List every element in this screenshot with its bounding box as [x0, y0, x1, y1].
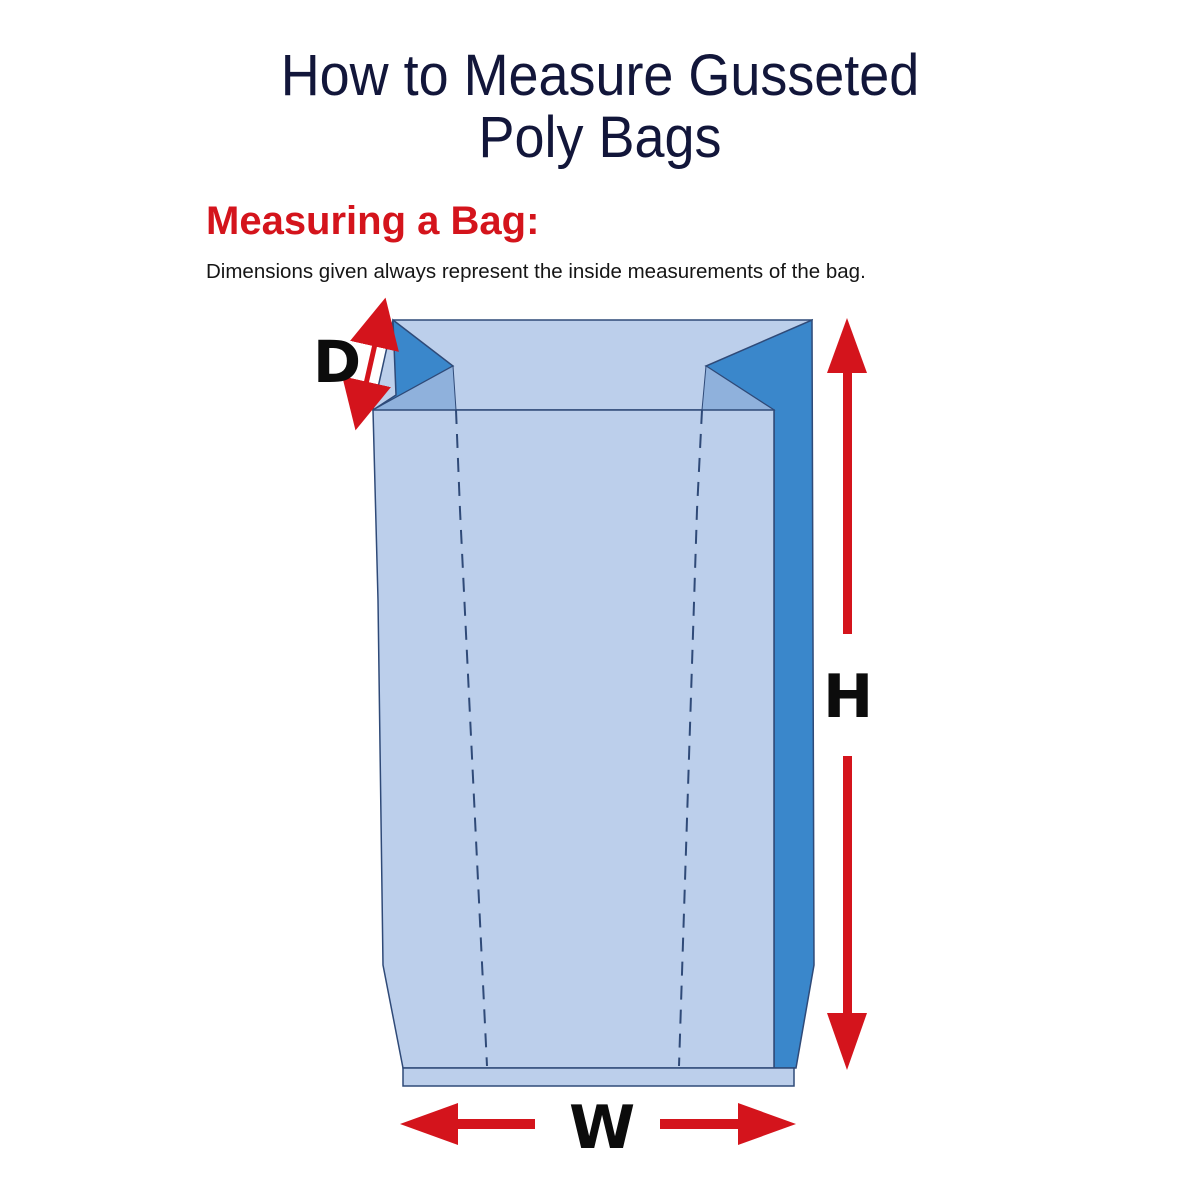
height-arrow-top-head — [827, 318, 867, 373]
depth-arrow — [342, 297, 399, 431]
height-label: H — [823, 662, 873, 732]
left-fold-line — [455, 409, 488, 1067]
width-label: W — [569, 1093, 635, 1163]
bag-front-panel — [372, 409, 775, 1069]
height-arrow-top-shaft — [843, 372, 852, 634]
section-heading: Measuring a Bag: — [206, 199, 540, 243]
height-arrow-bottom-shaft — [843, 756, 852, 1014]
depth-label: D — [313, 328, 361, 396]
right-fold-line — [678, 409, 703, 1067]
height-arrow-bottom-head — [827, 1013, 867, 1070]
width-arrow-right-head — [738, 1103, 796, 1145]
bag-bottom-seal — [402, 1067, 795, 1087]
measurement-note: Dimensions given always represent the in… — [206, 260, 866, 283]
title-line-1: How to Measure Gusseted — [280, 43, 920, 108]
title-line-2: Poly Bags — [478, 105, 722, 170]
width-arrow-left-head — [400, 1103, 458, 1145]
page-title: How to Measure Gusseted Poly Bags — [42, 45, 1158, 169]
width-arrow-right-shaft — [660, 1119, 740, 1129]
width-arrow-left-shaft — [457, 1119, 535, 1129]
